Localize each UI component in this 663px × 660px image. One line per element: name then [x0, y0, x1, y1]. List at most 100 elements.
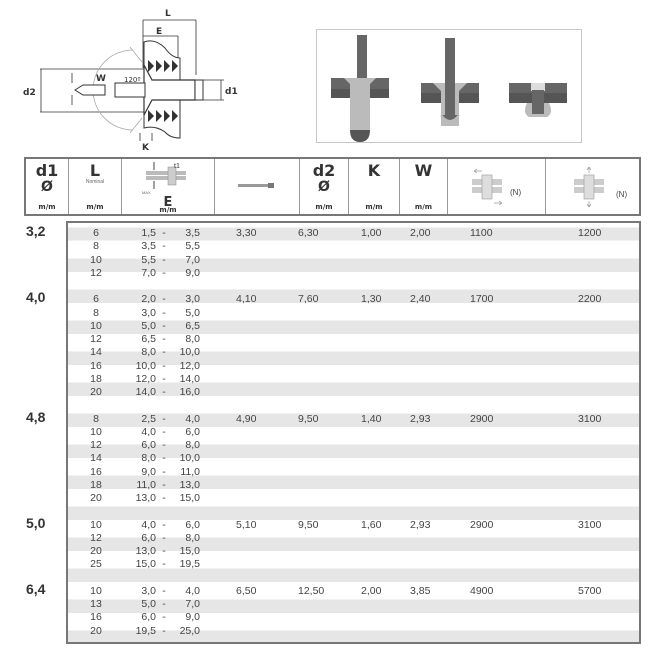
d1-group-label: 3,2 — [26, 223, 46, 239]
grip-range-dash: - — [162, 306, 166, 319]
d1-group-label: 5,0 — [26, 514, 46, 531]
head-height-k: 2,00 — [361, 584, 382, 597]
grip-max: 9,0 — [185, 266, 200, 279]
tensile-strength: 5700 — [578, 584, 602, 597]
header-d2: d2 Ø m/m — [300, 159, 349, 214]
grip-min: 9,0 — [141, 465, 156, 478]
grip-range-dash: - — [162, 545, 166, 557]
length-nominal: 16 — [90, 611, 102, 624]
grip-max: 10,0 — [179, 346, 200, 359]
stage-3-set — [509, 83, 567, 117]
svg-text:120º: 120º — [124, 76, 141, 84]
length-nominal: 18 — [90, 478, 102, 491]
header-K: K m/m — [349, 159, 400, 214]
length-nominal: 10 — [90, 518, 102, 531]
mandrel-head-w: 3,85 — [410, 584, 431, 597]
grip-min: 11,0 — [136, 478, 156, 491]
header-W-symbol: W — [414, 161, 433, 180]
shear-force-icon — [472, 168, 503, 206]
header-d2-unit: m/m — [315, 203, 333, 211]
length-nominal: 8 — [93, 306, 99, 319]
head-diameter-d2: 6,30 — [298, 227, 319, 239]
grip-max: 5,5 — [185, 240, 200, 253]
grip-range-dash: - — [162, 558, 166, 571]
grip-max: 15,0 — [179, 545, 200, 557]
grip-range-dash: - — [162, 227, 166, 239]
grip-min: 12,0 — [135, 372, 156, 385]
header-L: L Nominal m/m — [69, 159, 122, 214]
length-nominal: 8 — [93, 412, 99, 425]
head-height-k: 1,60 — [361, 518, 382, 531]
table-header: d1 Ø m/m L Nominal m/m t1 MAX E m/m d2 Ø… — [24, 157, 641, 216]
svg-text:d2: d2 — [23, 88, 36, 98]
grip-max: 4,0 — [185, 412, 200, 425]
length-nominal: 16 — [90, 465, 102, 478]
grip-max: 12,0 — [179, 359, 200, 372]
grip-min: 7,0 — [141, 266, 156, 279]
length-nominal: 12 — [90, 531, 102, 544]
mandrel-diameter: 3,30 — [236, 227, 257, 239]
grip-min: 5,5 — [141, 253, 156, 266]
head-height-k: 1,00 — [361, 227, 382, 239]
mandrel-head-w: 2,93 — [410, 518, 431, 531]
grip-range-dash: - — [162, 624, 166, 637]
grip-range-dash: - — [162, 412, 166, 425]
grip-max: 3,0 — [185, 293, 200, 306]
grip-min: 5,0 — [141, 598, 156, 610]
grip-range-dash: - — [162, 531, 166, 544]
grip-min: 5,0 — [141, 319, 156, 332]
grip-range-dash: - — [162, 333, 166, 345]
length-nominal: 18 — [90, 372, 102, 385]
grip-range-dash: - — [162, 452, 166, 465]
header-shear-strength: (N) — [448, 159, 546, 214]
length-nominal: 12 — [90, 266, 102, 279]
grip-max: 6,0 — [185, 425, 200, 438]
grip-min: 2,0 — [141, 293, 156, 306]
d1-group-label: 6,4 — [26, 580, 46, 597]
length-nominal: 10 — [90, 425, 102, 438]
stage-1-unset — [331, 35, 389, 142]
grip-range-dash: - — [162, 478, 166, 491]
header-d1-unit: m/m — [38, 203, 56, 211]
grip-max: 3,5 — [185, 227, 200, 239]
length-nominal: 12 — [90, 333, 102, 345]
grip-range-dash: - — [162, 372, 166, 385]
grip-max: 6,5 — [185, 319, 200, 332]
grip-max: 8,0 — [185, 531, 200, 544]
grip-range-dash: - — [162, 293, 166, 306]
header-shear-unit: (N) — [510, 188, 522, 197]
header-K-unit: m/m — [365, 203, 383, 211]
grip-min: 6,5 — [141, 333, 156, 345]
grip-max: 25,0 — [179, 624, 200, 637]
svg-text:d1: d1 — [225, 87, 238, 97]
length-nominal: 6 — [93, 293, 99, 306]
shear-strength: 1700 — [470, 293, 494, 306]
length-nominal: 14 — [90, 452, 102, 465]
grip-max: 5,0 — [185, 306, 200, 319]
length-nominal: 16 — [90, 359, 102, 372]
grip-max: 9,0 — [185, 611, 200, 624]
length-nominal: 10 — [90, 253, 102, 266]
length-nominal: 20 — [90, 492, 102, 504]
grip-range-icon: t1 — [146, 162, 186, 189]
header-tensile-strength: (N) — [546, 159, 639, 214]
header-E-symbol: E — [163, 195, 173, 210]
grip-min: 10,0 — [135, 359, 156, 372]
head-diameter-d2: 9,50 — [298, 412, 319, 425]
grip-min: 4,0 — [141, 425, 156, 438]
